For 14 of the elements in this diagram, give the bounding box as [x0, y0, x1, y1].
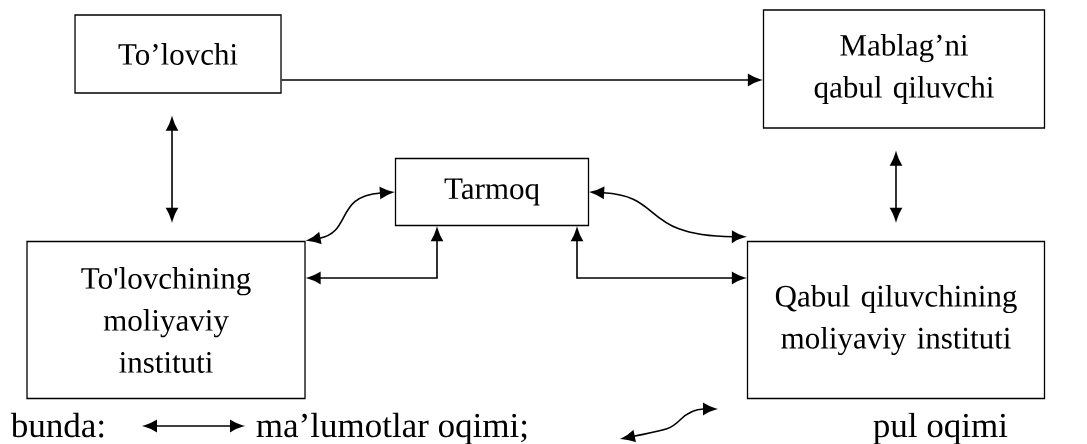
- arrow: [307, 187, 393, 244]
- arrow: [591, 186, 745, 243]
- arrow: [166, 117, 178, 221]
- process-box: Tarmoq: [394, 157, 590, 227]
- process-box: To'lovchining moliyaviy instituti: [26, 240, 306, 400]
- arrow: [571, 228, 745, 284]
- legend-text: ma’lumotlar oqimi;: [256, 412, 527, 444]
- arrow: [307, 228, 443, 284]
- process-box: Mablag’ni qabul qiluvchi: [762, 9, 1046, 129]
- legend-text: pul oqimi: [873, 412, 1008, 444]
- arrow: [890, 152, 902, 221]
- arrow: [280, 74, 761, 86]
- process-box: To’lovchi: [74, 14, 282, 94]
- process-box: Qabul qiluvchining moliyaviy instituti: [746, 240, 1046, 400]
